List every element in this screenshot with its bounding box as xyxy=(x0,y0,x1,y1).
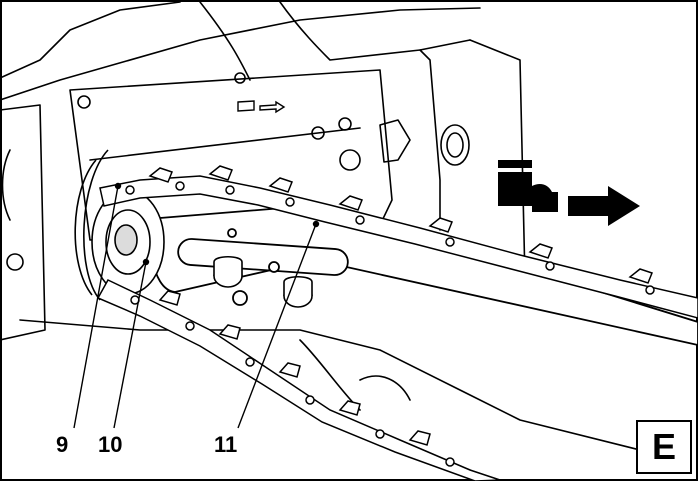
leader-10 xyxy=(113,261,147,429)
leader-11 xyxy=(237,223,317,429)
callout-leaders xyxy=(73,182,320,429)
saw-body xyxy=(0,1,641,471)
leader-9 xyxy=(73,185,119,429)
chain-direction-icon xyxy=(498,160,640,226)
sprocket xyxy=(91,189,165,295)
cover-direction-icon xyxy=(237,100,286,114)
callout-11: 11 xyxy=(214,432,238,457)
callout-9: 9 xyxy=(56,432,69,457)
panel-letter: E xyxy=(636,420,692,474)
callout-10: 10 xyxy=(98,432,123,457)
clutch-drum xyxy=(74,149,109,301)
saw-chain-upper xyxy=(99,165,698,319)
